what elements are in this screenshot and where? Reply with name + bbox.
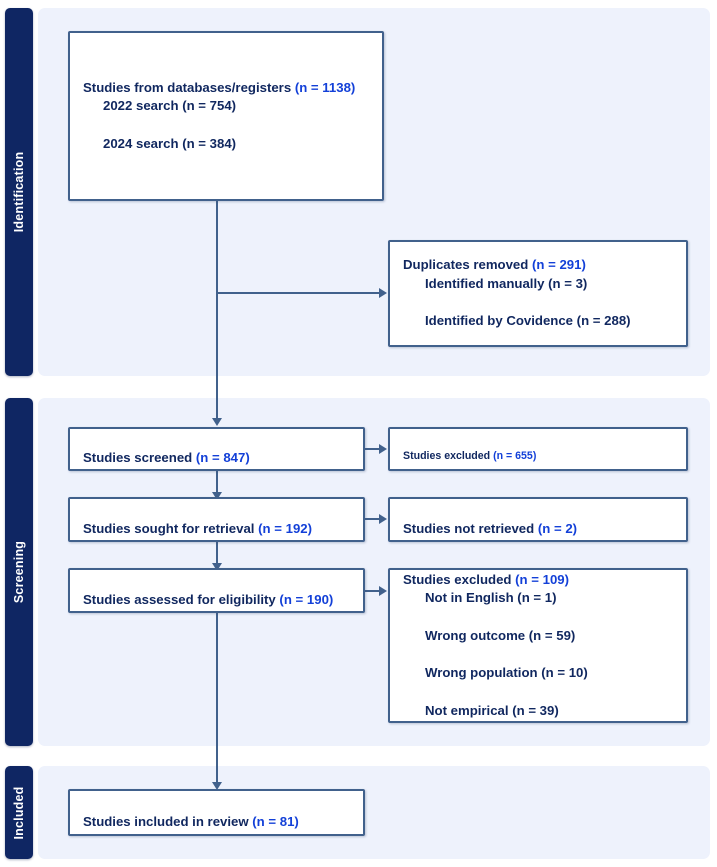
records-identified-line3: 2024 search (n = 384) <box>103 135 237 151</box>
records-identified-line2: 2022 search (n = 754) <box>103 98 237 114</box>
box-studies-assessed-for-eligibility[interactable]: Studies assessed for eligibility (n = 19… <box>68 568 365 613</box>
duplicates-removed-count: (n = 291) <box>532 257 586 273</box>
connector-identified-to-screened <box>216 200 218 420</box>
studies-excluded-eligibility-line2: Not in English (n = 1) <box>425 590 557 606</box>
studies-excluded-eligibility-line5: Not empirical (n = 39) <box>425 702 559 718</box>
studies-sought-count: (n = 192) <box>258 520 313 536</box>
connector-assessed-to-included <box>216 613 218 785</box>
stage-bar-included: Included <box>5 766 33 859</box>
studies-included-line1: Studies included in review <box>83 813 253 829</box>
box-studies-excluded-screening[interactable]: Studies excluded (n = 655) <box>388 427 688 471</box>
box-studies-assessed-text: Studies assessed for eligibility (n = 19… <box>70 572 333 609</box>
box-studies-from-databases[interactable]: Studies from databases/registers (n = 11… <box>68 31 384 201</box>
studies-not-retrieved-line1: Studies not retrieved <box>403 520 538 536</box>
arrowhead-to-not-retrieved <box>379 513 387 524</box>
box-duplicates-removed[interactable]: Duplicates removed (n = 291) Identified … <box>388 240 688 347</box>
box-studies-excluded-screening-text: Studies excluded (n = 655) <box>390 434 536 464</box>
box-studies-sought-text: Studies sought for retrieval (n = 192) <box>70 501 312 538</box>
connector-sought-to-not-retrieved <box>365 518 381 520</box>
studies-screened-line1: Studies screened <box>83 450 196 465</box>
studies-not-retrieved-count: (n = 2) <box>537 520 578 536</box>
duplicates-removed-line1: Duplicates removed <box>403 257 532 273</box>
box-duplicates-removed-text: Duplicates removed (n = 291) Identified … <box>390 237 631 349</box>
arrowhead-to-assessed <box>211 563 222 571</box>
box-studies-screened-text: Studies screened (n = 847) <box>70 430 250 467</box>
studies-assessed-count: (n = 190) <box>279 591 334 607</box>
connector-screened-to-excluded <box>365 448 381 450</box>
studies-excluded-screening-count: (n = 655) <box>493 450 537 462</box>
arrowhead-to-excluded-eligibility <box>379 585 387 596</box>
duplicates-removed-line3: Identified by Covidence (n = 288) <box>425 313 631 329</box>
stage-label-identification: Identification <box>12 151 26 233</box>
stage-bar-screening: Screening <box>5 398 33 746</box>
connector-sought-to-assessed <box>216 542 218 567</box>
stage-label-screening: Screening <box>12 540 26 604</box>
arrowhead-to-duplicates <box>379 287 387 298</box>
connector-to-duplicates <box>216 292 380 294</box>
box-studies-not-retrieved-text: Studies not retrieved (n = 2) <box>390 501 577 538</box>
arrowhead-to-excluded-screening <box>379 443 387 454</box>
box-studies-excluded-eligibility[interactable]: Studies excluded (n = 109) Not in Englis… <box>388 568 688 723</box>
arrowhead-to-included <box>211 782 222 790</box>
box-studies-not-retrieved[interactable]: Studies not retrieved (n = 2) <box>388 497 688 542</box>
records-identified-line1: Studies from databases/registers <box>83 79 295 95</box>
studies-excluded-eligibility-line1: Studies excluded <box>403 571 516 587</box>
records-identified-count: (n = 1138) <box>294 79 356 95</box>
connector-screened-to-sought <box>216 471 218 496</box>
arrowhead-to-sought <box>211 492 222 500</box>
arrowhead-to-screened <box>211 418 222 426</box>
studies-included-count: (n = 81) <box>252 813 299 829</box>
studies-excluded-eligibility-line4: Wrong population (n = 10) <box>425 665 588 681</box>
duplicates-removed-line2: Identified manually (n = 3) <box>425 275 588 291</box>
studies-excluded-eligibility-count: (n = 109) <box>515 571 570 587</box>
stage-bar-identification: Identification <box>5 8 33 376</box>
stage-label-included: Included <box>12 786 26 839</box>
studies-sought-line1: Studies sought for retrieval <box>83 520 259 536</box>
box-studies-included-text: Studies included in review (n = 81) <box>70 794 299 831</box>
studies-assessed-line1: Studies assessed for eligibility <box>83 591 280 607</box>
studies-excluded-screening-line1: Studies excluded <box>403 450 494 462</box>
studies-screened-count: (n = 847) <box>195 450 250 465</box>
studies-excluded-eligibility-line3: Wrong outcome (n = 59) <box>425 627 576 643</box>
box-studies-excluded-eligibility-text: Studies excluded (n = 109) Not in Englis… <box>390 552 588 739</box>
box-studies-from-databases-text: Studies from databases/registers (n = 11… <box>70 60 355 172</box>
box-studies-included-in-review[interactable]: Studies included in review (n = 81) <box>68 789 365 836</box>
box-studies-sought-for-retrieval[interactable]: Studies sought for retrieval (n = 192) <box>68 497 365 542</box>
connector-assessed-to-excluded <box>365 590 381 592</box>
box-studies-screened[interactable]: Studies screened (n = 847) <box>68 427 365 471</box>
